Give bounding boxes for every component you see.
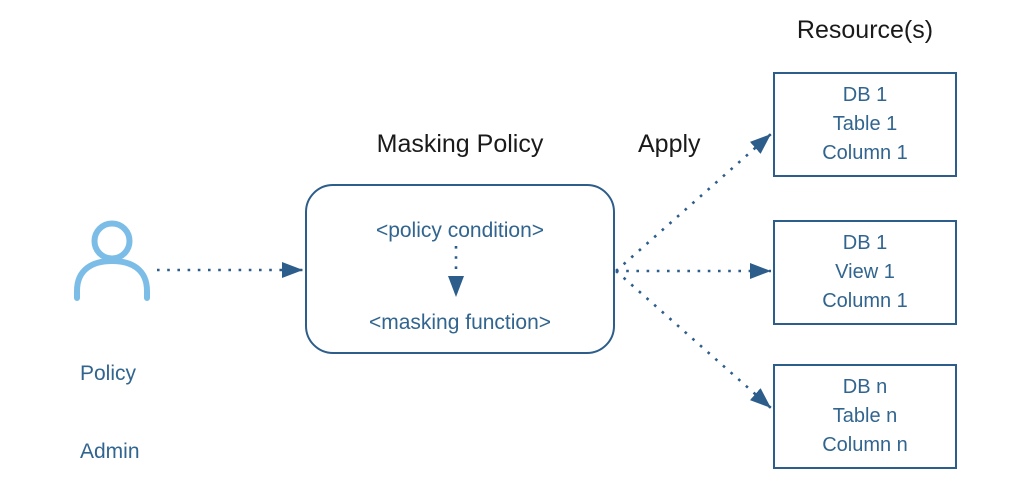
policy-admin-label: Policy Admin (80, 309, 140, 500)
resource-1-table: Table 1 (832, 113, 898, 135)
masking-policy-title: Masking Policy (376, 130, 544, 158)
resource-2-db: DB 1 (842, 232, 888, 254)
apply-label: Apply (638, 130, 701, 158)
resource-2-view: View 1 (835, 261, 895, 283)
resource-3-column: Column n (822, 434, 908, 456)
policy-admin-label-line1: Policy (80, 362, 137, 385)
resource-2-column: Column 1 (822, 290, 908, 312)
resource-box-1: DB 1 Table 1 Column 1 (773, 72, 957, 177)
person-icon (74, 220, 150, 301)
edge-policy-to-resource-1 (615, 133, 772, 272)
policy-admin-label-line2: Admin (80, 440, 140, 463)
resource-1-column: Column 1 (822, 142, 908, 164)
resource-box-3: DB n Table n Column n (773, 364, 957, 469)
resource-3-db: DB n (842, 376, 888, 398)
policy-condition-label: <policy condition> (375, 219, 545, 242)
masking-policy-box: <policy condition> <masking function> (305, 184, 615, 354)
edge-policy-to-resource-3 (615, 270, 772, 409)
masking-function-label: <masking function> (368, 311, 552, 334)
resource-1-db: DB 1 (842, 84, 888, 106)
resource-3-table: Table n (832, 405, 898, 427)
resources-title: Resource(s) (796, 16, 934, 44)
resource-box-2: DB 1 View 1 Column 1 (773, 220, 957, 325)
